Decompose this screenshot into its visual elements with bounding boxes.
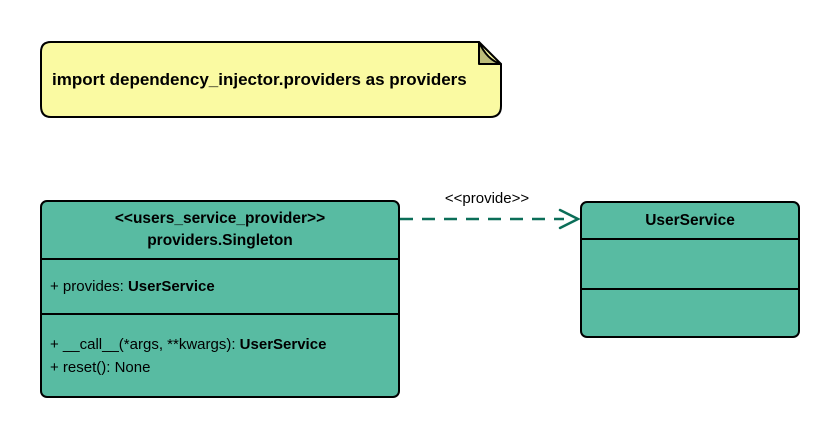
note-folded-corner-icon (478, 41, 502, 65)
provide-dependency-arrow (400, 208, 581, 230)
class-stereotype: <<users_service_provider>> (114, 210, 326, 227)
class-user-service: UserService (580, 201, 800, 338)
method-call: + __call__(*args, **kwargs): UserService (50, 333, 398, 356)
class-attributes-section: + provides: UserService (42, 258, 398, 313)
note-import-statement: import dependency_injector.providers as … (39, 40, 503, 119)
provide-arrow-label: <<provide>> (444, 190, 530, 207)
class-name: UserService (645, 211, 735, 229)
note-body (40, 41, 502, 118)
class-attributes-section (582, 238, 798, 288)
class-header: UserService (582, 203, 798, 238)
class-name: providers.Singleton (147, 232, 293, 249)
class-header: <<users_service_provider>> providers.Sin… (42, 202, 398, 258)
note-shape (40, 41, 502, 118)
attribute-provides: + provides: UserService (50, 278, 215, 295)
method-return-type: UserService (239, 336, 327, 353)
class-methods-section: + __call__(*args, **kwargs): UserService… (42, 313, 398, 396)
method-text: + __call__(*args, **kwargs): (50, 336, 240, 353)
arrow-open-head-icon (558, 208, 581, 230)
class-methods-section (582, 288, 798, 336)
method-text: + reset(): None (50, 359, 151, 376)
method-reset: + reset(): None (50, 356, 398, 379)
attribute-type: UserService (127, 278, 215, 295)
attribute-text: + provides: (50, 278, 128, 295)
class-providers-singleton: <<users_service_provider>> providers.Sin… (40, 200, 400, 398)
note-text: import dependency_injector.providers as … (52, 69, 467, 89)
